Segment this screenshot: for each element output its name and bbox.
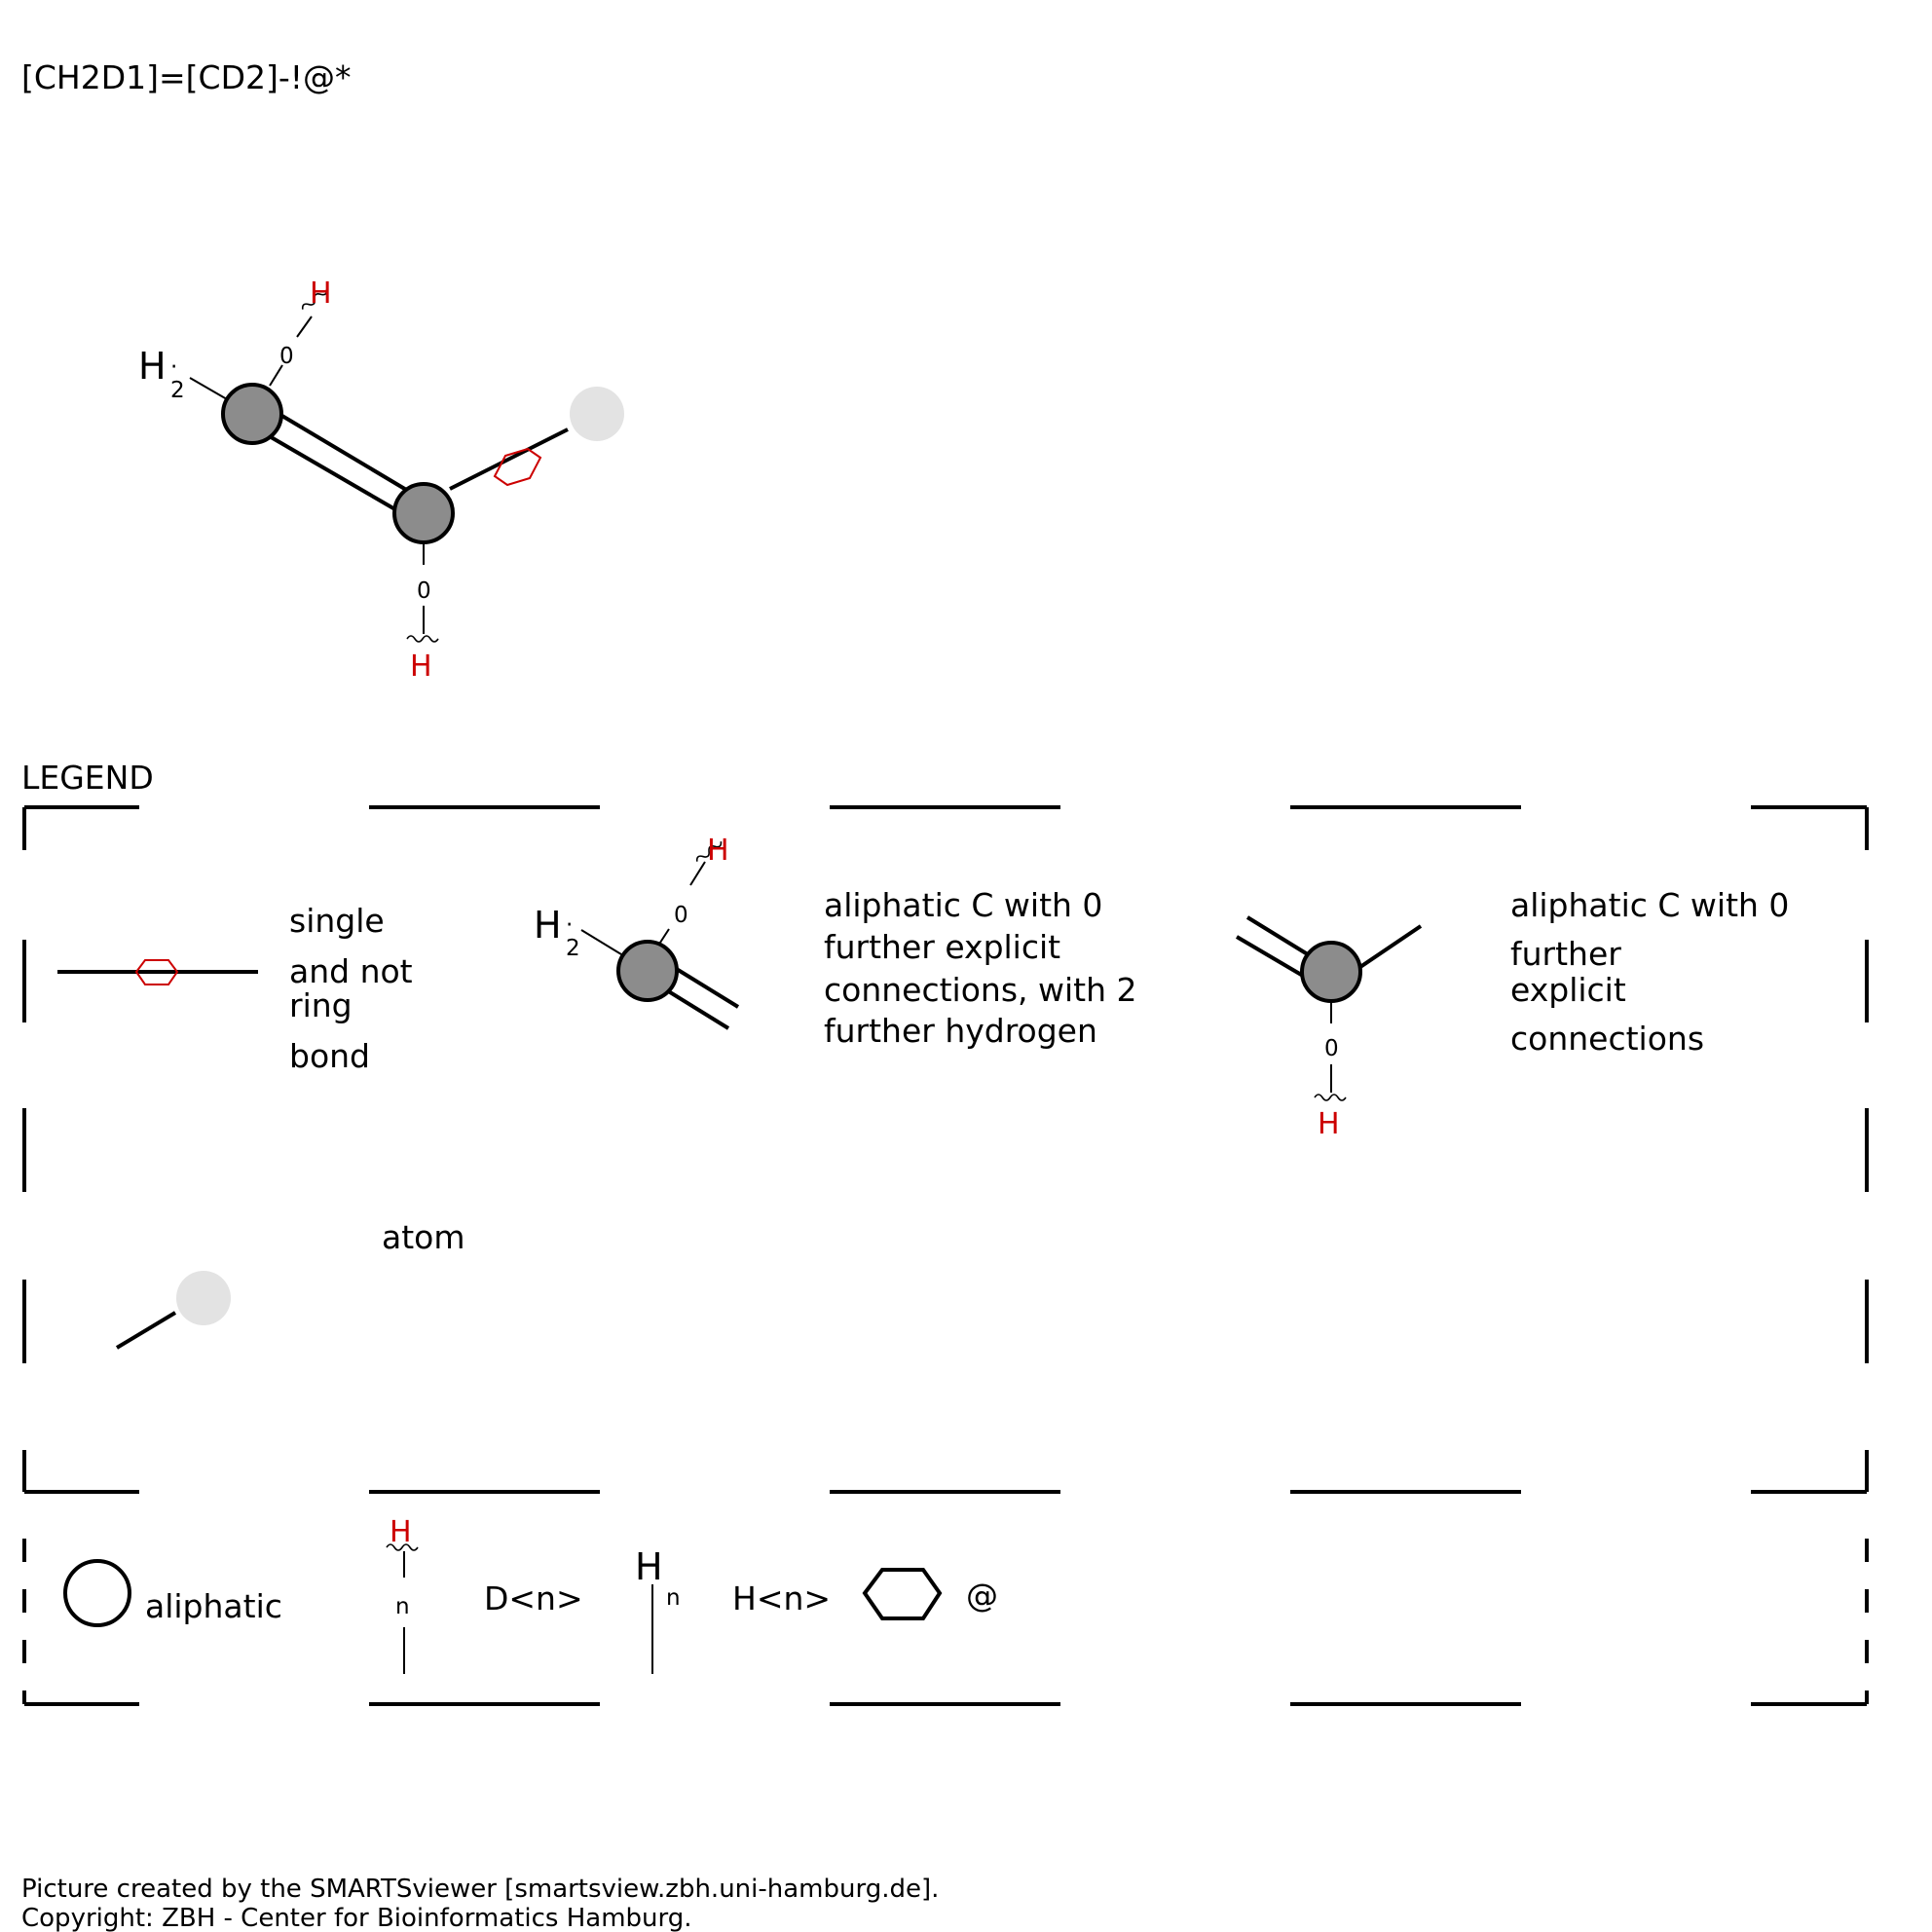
legend-c1-h-dot: · [566,912,573,938]
molecule-depiction: H · 2 0 H 0 H [138,277,624,684]
key-h-symbol: H [635,1545,663,1588]
footer-credit: Picture created by the SMARTSviewer [sma… [21,1875,939,1904]
legend-c1-text-1: aliphatic C with 0 [824,886,1102,924]
key-h-count: H n H<n> [635,1545,831,1674]
legend-c1-text-3: connections, with 2 [824,971,1137,1009]
atom-any [570,387,624,441]
key-d-h-symbol: H [390,1515,412,1549]
aliphatic-circle-icon [63,1559,131,1627]
ring-marker-icon-legend [134,959,179,985]
legend-bond-text-2: and not [289,952,413,990]
key-h-n: n [666,1585,681,1611]
smarts-string: [CH2D1]=[CD2]-!@* [21,58,352,96]
atom-c2 [392,482,455,544]
d-count-bond-upper-2 [296,316,313,338]
legend-atom-c2 [1300,941,1362,1003]
legend-c1-explicit-h: H [707,834,729,868]
legend-c2-text-2: further [1510,935,1621,973]
wavy-h-bond-icon-key [386,1543,419,1551]
key-frame [22,1539,1869,1706]
key-d-label: D<n> [484,1579,583,1617]
wavy-h-bond-icon-lower [406,635,439,643]
legend-any-atom-text: atom [382,1218,465,1256]
legend-atom-c1 [616,940,679,1002]
legend-c1-d-count: 0 [674,903,688,928]
key-h-label: H<n> [732,1579,831,1617]
legend-c1-text-4: further hydrogen [824,1012,1097,1050]
key-ring-label: @ [966,1577,998,1615]
key-ring: @ [862,1568,998,1620]
legend-entry-atom-c2: 0 H aliphatic C with 0 further explicit … [1235,886,1789,1141]
legend-entry-any-atom: atom [115,1218,465,1350]
legend-bond-text-1: single [289,902,385,940]
legend-c1-h-sub: 2 [566,936,580,961]
ring-hexagon-icon [862,1568,943,1620]
legend-c2-text-1: aliphatic C with 0 [1510,886,1789,924]
legend-frame [22,805,1869,1494]
double-bond-line-1 [259,429,407,517]
legend-c2-text-4: connections [1510,1020,1704,1058]
h-count-symbol: H [138,345,167,388]
key-d-n: n [395,1594,410,1619]
legend-c2-text-3: explicit [1510,971,1626,1009]
legend-c2-d-count: 0 [1324,1036,1339,1061]
legend-title: LEGEND [21,759,154,797]
key-d-count: H n D<n> [386,1515,583,1674]
legend-bond-text-4: bond [289,1037,370,1075]
legend-any-atom [176,1271,231,1325]
explicit-h-lower: H [410,650,432,684]
wavy-h-bond-icon-legend-c2 [1314,1094,1347,1101]
legend-c2-explicit-h: H [1318,1107,1340,1141]
key-aliphatic-text: aliphatic [145,1587,282,1625]
explicit-h-upper: H [310,277,332,311]
d-count-upper: 0 [279,344,294,369]
single-not-ring-bond [449,427,569,491]
legend-entry-atom-c1: H · 2 0 H aliphatic C with 0 further exp… [534,834,1137,1050]
legend-entry-bond: single and not ring bond [57,902,413,1075]
legend-bond-text-3: ring [289,986,353,1024]
key-aliphatic: aliphatic [63,1559,282,1627]
double-bond-line-2 [274,410,415,496]
d-count-bond-upper [269,364,283,387]
atom-c1 [221,383,283,445]
legend-c1-h-symbol: H [534,904,562,947]
d-count-lower: 0 [417,578,431,604]
wavy-h-bond-icon-legend-c1 [695,841,723,862]
footer-copyright: Copyright: ZBH - Center for Bioinformati… [21,1904,692,1932]
ring-marker-icon [493,447,542,487]
h-count-sub: 2 [170,378,185,403]
wavy-h-bond-icon [301,289,328,310]
legend-c1-text-2: further explicit [824,928,1060,966]
h-count-dot: · [170,354,177,380]
h-count-bond [189,377,228,400]
